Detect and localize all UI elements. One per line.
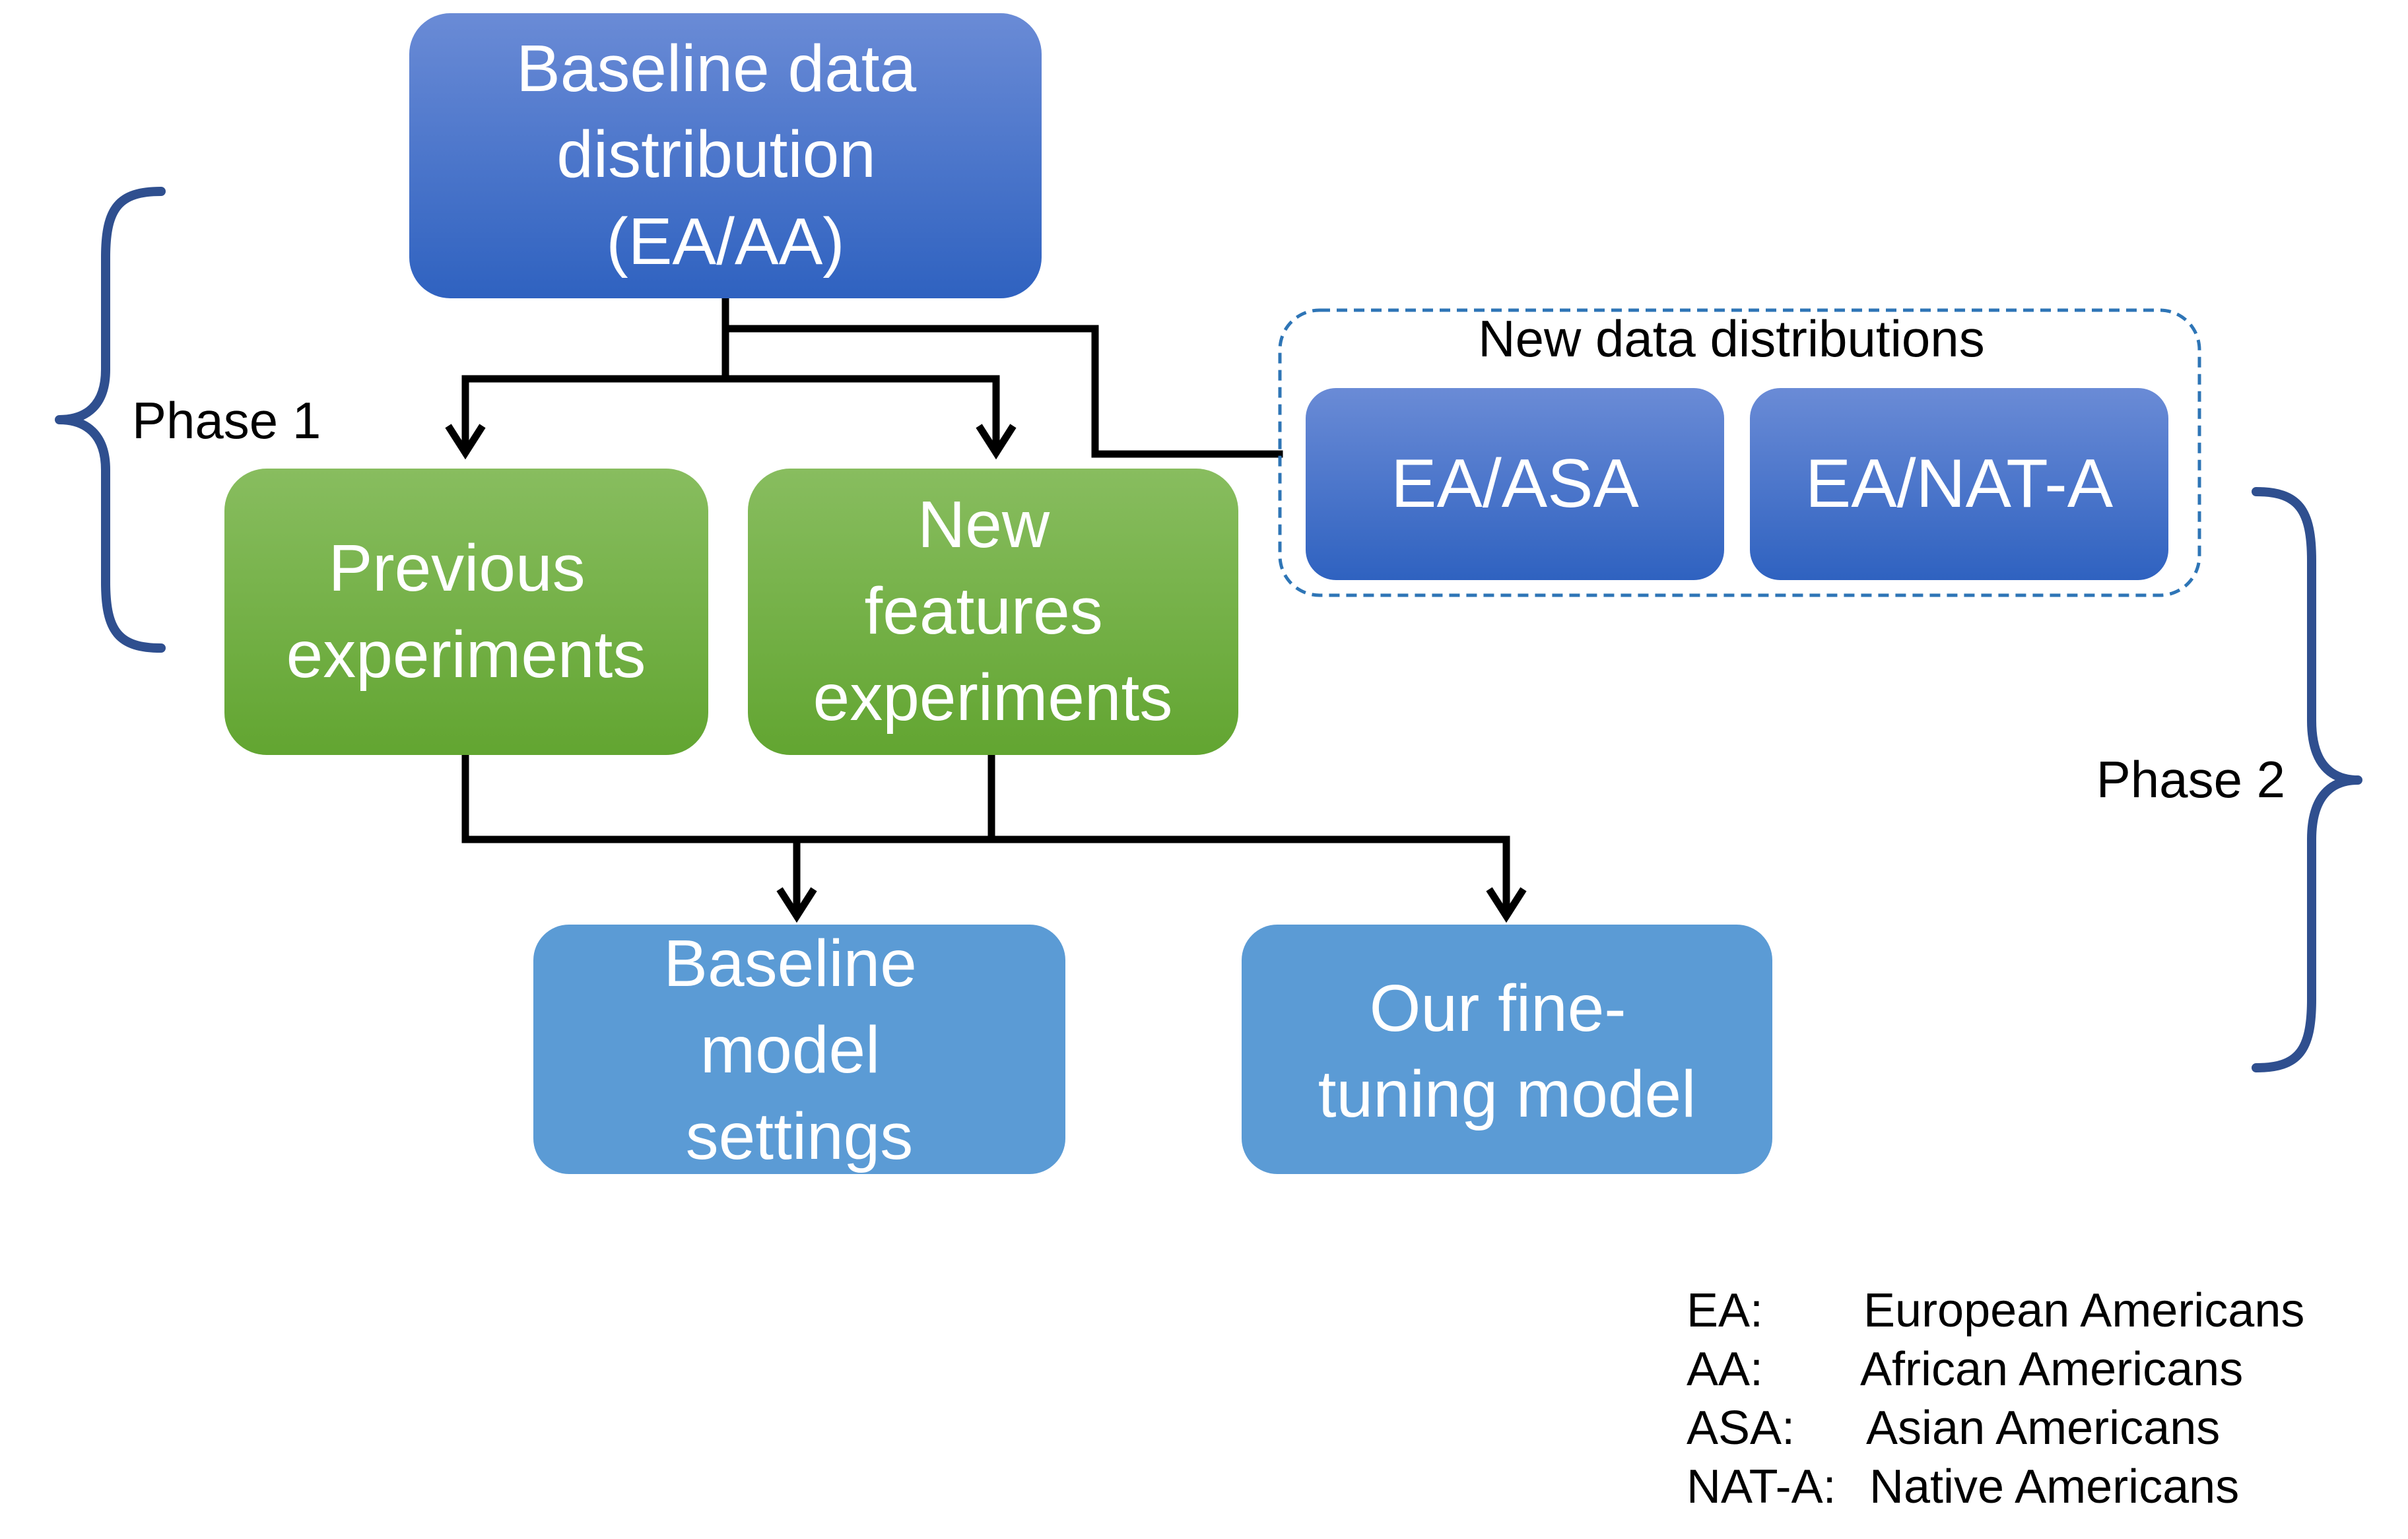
legend-full-0: European Americans bbox=[1863, 1284, 2304, 1337]
baseline-distribution-line-1: Baseline data bbox=[516, 32, 916, 106]
ea-nat-a-label: EA/NAT-A bbox=[1805, 445, 2114, 522]
connector-to-new-distributions bbox=[721, 325, 1283, 458]
svg-text:Our fine- tuning model: Our fine- tuning model bbox=[1318, 971, 1696, 1131]
phase2-label: Phase 2 bbox=[2096, 750, 2285, 808]
ea-asa-label: EA/ASA bbox=[1391, 445, 1639, 522]
baseline-distribution-line-2: distribution bbox=[556, 117, 876, 191]
baseline-model-line-3: settings bbox=[686, 1099, 914, 1173]
legend-abbr-2: ASA: bbox=[1687, 1402, 1795, 1455]
legend-abbr-0: EA: bbox=[1687, 1284, 1763, 1337]
phase1-label: Phase 1 bbox=[132, 391, 321, 449]
previous-experiments-line-2: experiments bbox=[286, 618, 646, 692]
arrowhead-new-features bbox=[976, 424, 1017, 460]
abbreviation-legend: EA: European Americans AA: African Ameri… bbox=[1687, 1284, 2304, 1513]
new-features-line-2: features bbox=[864, 574, 1102, 648]
baseline-model-settings-box: Baseline model settings bbox=[533, 925, 1065, 1174]
legend-full-1: African Americans bbox=[1860, 1343, 2243, 1396]
svg-text:Baseline model set: Baseline model settings bbox=[663, 927, 935, 1173]
baseline-distribution-line-3: (EA/AA) bbox=[606, 205, 844, 278]
previous-experiments-box: Previous experiments bbox=[224, 469, 708, 755]
legend-abbr-1: AA: bbox=[1687, 1343, 1763, 1396]
fine-tuning-model-box: Our fine- tuning model bbox=[1242, 925, 1772, 1174]
svg-text:New features exper: New features experiments bbox=[813, 488, 1173, 735]
baseline-model-line-2: model bbox=[700, 1013, 880, 1087]
new-features-line-1: New bbox=[918, 488, 1050, 562]
ea-nat-a-box: EA/NAT-A bbox=[1750, 388, 2168, 580]
new-distributions-group: New data distributions EA/ASA EA/NAT-A bbox=[1278, 308, 2201, 597]
baseline-model-line-1: Baseline bbox=[663, 927, 917, 1000]
legend-full-3: Native Americans bbox=[1869, 1460, 2239, 1513]
new-features-line-3: experiments bbox=[813, 661, 1173, 735]
legend-abbr-3: NAT-A: bbox=[1687, 1460, 1836, 1513]
arrowhead-previous bbox=[445, 424, 486, 460]
phase2-brace bbox=[2252, 487, 2362, 1072]
baseline-distribution-box: Baseline data distribution (EA/AA) bbox=[409, 13, 1042, 298]
fine-tuning-line-2: tuning model bbox=[1318, 1057, 1696, 1131]
svg-text:Baseline data distributi: Baseline data distribution (EA/AA) bbox=[516, 32, 935, 278]
connectors bbox=[461, 294, 1510, 915]
new-features-experiments-box: New features experiments bbox=[748, 469, 1238, 755]
svg-text:Previous experiments: Previous experiments bbox=[286, 531, 646, 692]
legend-full-2: Asian Americans bbox=[1866, 1402, 2220, 1455]
arrowhead-fine-tuning bbox=[1486, 887, 1527, 923]
phase1-brace bbox=[55, 187, 166, 653]
arrowhead-baseline-model bbox=[776, 887, 817, 923]
previous-experiments-line-1: Previous bbox=[329, 531, 585, 605]
arrowheads bbox=[445, 424, 1527, 923]
fine-tuning-line-1: Our fine- bbox=[1370, 971, 1626, 1045]
ea-asa-box: EA/ASA bbox=[1306, 388, 1724, 580]
new-distributions-title: New data distributions bbox=[1478, 310, 1984, 368]
